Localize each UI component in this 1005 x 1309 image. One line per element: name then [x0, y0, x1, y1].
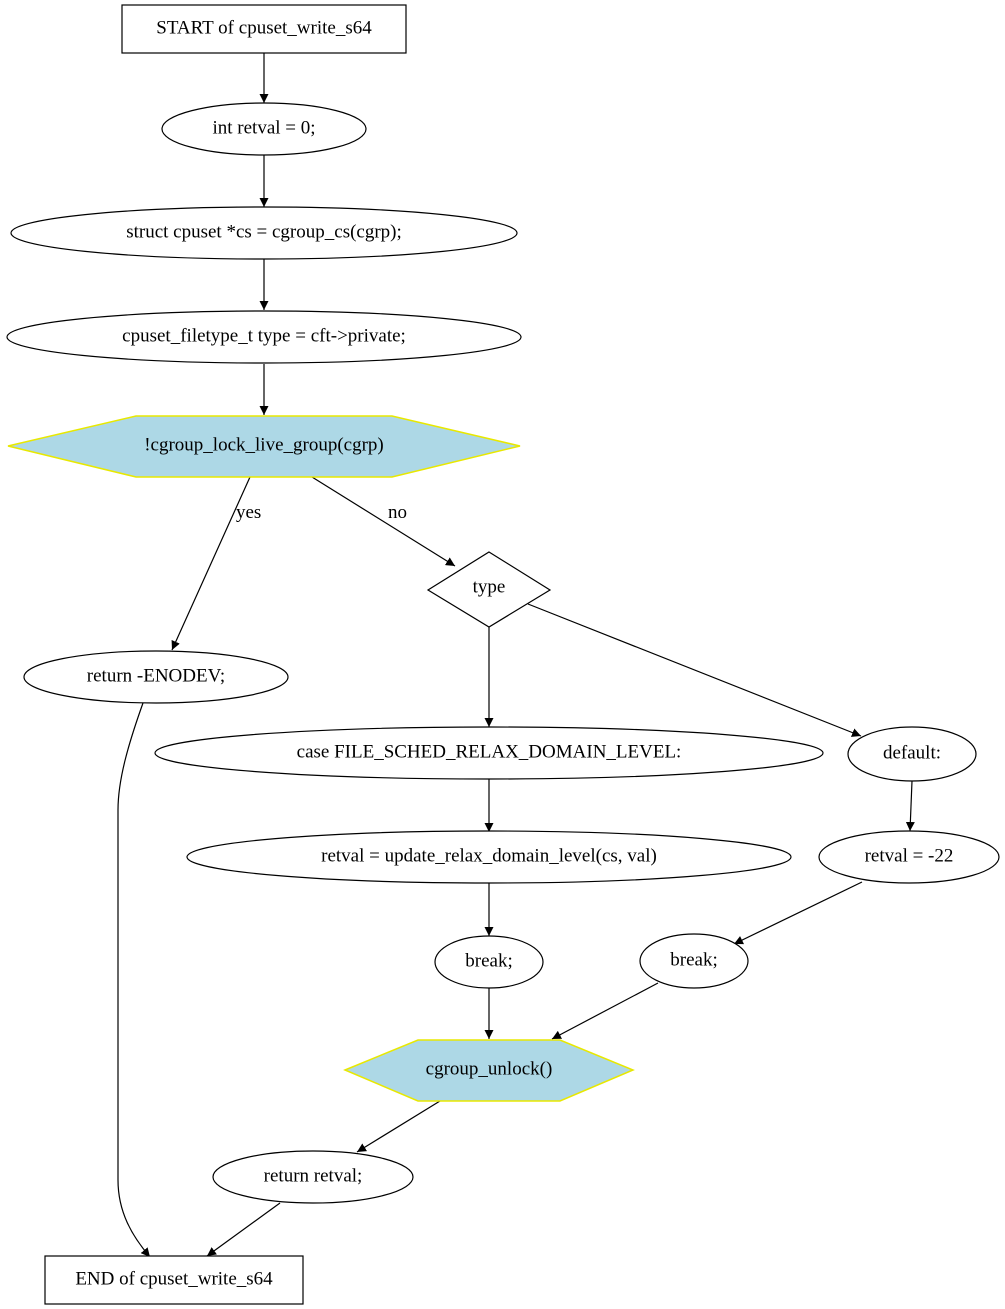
node-switch-type-label: type: [473, 576, 506, 597]
edge-unlock-to-return: [356, 1100, 441, 1153]
node-retval-neg: retval = -22: [818, 830, 1000, 884]
node-retval-neg-label: retval = -22: [865, 845, 954, 866]
edge-switch-to-default: [527, 603, 862, 737]
node-update-relax: retval = update_relax_domain_level(cs, v…: [186, 830, 792, 884]
edge-break2-to-unlock: [551, 982, 659, 1040]
node-type-decl-label: cpuset_filetype_t type = cft->private;: [122, 325, 406, 346]
node-break-1: break;: [434, 935, 544, 989]
node-return-retval: return retval;: [212, 1150, 414, 1204]
edge-default-to-neg: [905, 780, 915, 832]
node-start: START of cpuset_write_s64: [121, 4, 407, 54]
node-type-decl: cpuset_filetype_t type = cft->private;: [6, 310, 522, 364]
node-end: END of cpuset_write_s64: [44, 1255, 304, 1305]
node-cs-decl: struct cpuset *cs = cgroup_cs(cgrp);: [10, 206, 518, 260]
edge-lock-yes: [171, 476, 251, 651]
node-default-case: default:: [847, 726, 977, 782]
node-update-relax-label: retval = update_relax_domain_level(cs, v…: [321, 845, 657, 866]
node-break-1-label: break;: [465, 950, 512, 971]
edge-return-to-end: [206, 1202, 281, 1257]
node-start-label: START of cpuset_write_s64: [156, 17, 372, 38]
node-retval-decl: int retval = 0;: [161, 102, 367, 156]
node-return-enodev-label: return -ENODEV;: [87, 665, 225, 686]
node-unlock-label: cgroup_unlock(): [426, 1058, 553, 1079]
node-retval-decl-label: int retval = 0;: [212, 117, 315, 138]
node-default-case-label: default:: [883, 742, 941, 763]
node-switch-type: type: [426, 551, 552, 628]
edges: [117, 53, 915, 1258]
node-return-enodev: return -ENODEV;: [23, 650, 289, 704]
node-return-retval-label: return retval;: [264, 1165, 363, 1186]
node-lock-check-label: !cgroup_lock_live_group(cgrp): [144, 434, 384, 455]
edge-neg-to-break2: [733, 881, 863, 945]
node-case-relax-label: case FILE_SCHED_RELAX_DOMAIN_LEVEL:: [297, 741, 682, 762]
node-break-2: break;: [639, 933, 749, 989]
node-unlock: cgroup_unlock(): [343, 1039, 635, 1102]
edge-label-no: no: [388, 502, 407, 523]
node-cs-decl-label: struct cpuset *cs = cgroup_cs(cgrp);: [126, 221, 402, 242]
edge-lock-no: [311, 476, 456, 567]
edge-enodev-to-end: [117, 702, 151, 1258]
edge-label-yes: yes: [236, 502, 261, 523]
node-lock-check: !cgroup_lock_live_group(cgrp): [7, 415, 521, 478]
node-case-relax: case FILE_SCHED_RELAX_DOMAIN_LEVEL:: [154, 726, 824, 780]
node-break-2-label: break;: [670, 949, 717, 970]
node-end-label: END of cpuset_write_s64: [75, 1268, 273, 1289]
